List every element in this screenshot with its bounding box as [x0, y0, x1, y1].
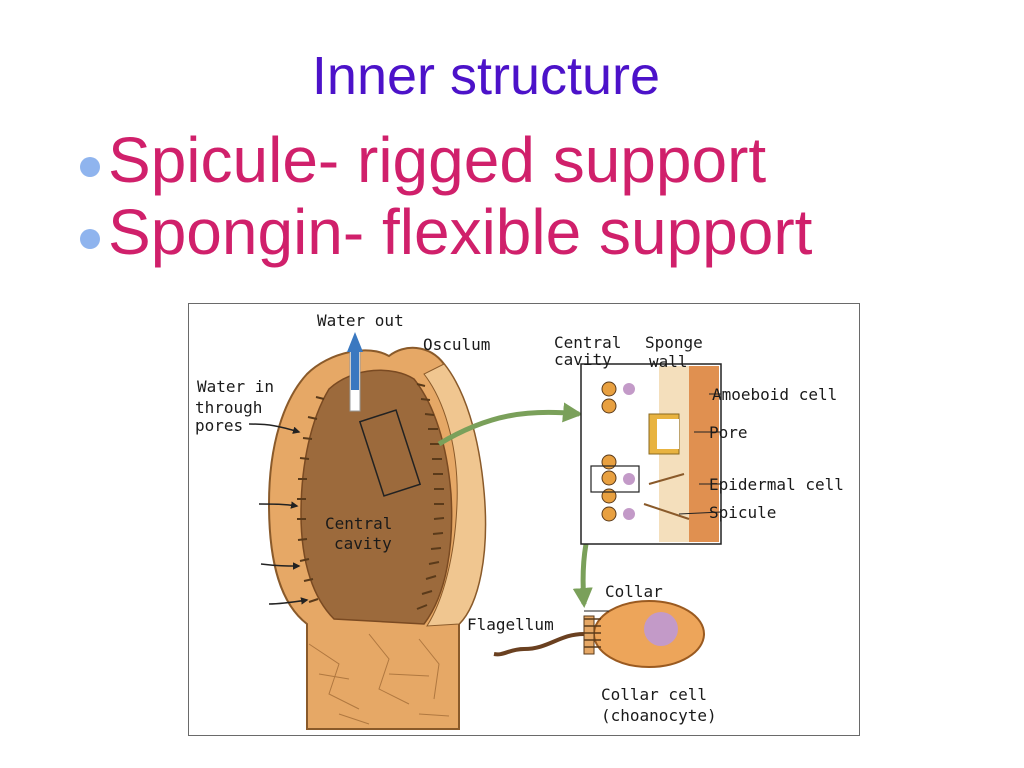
collar-cell [493, 600, 705, 668]
label-detail-central-line1: Central [554, 333, 621, 352]
label-collar: Collar [605, 582, 663, 601]
sponge-diagram: Water out Osculum Water in through pores… [188, 303, 860, 736]
label-detail-central-line2: cavity [554, 350, 612, 369]
sponge-wall-detail [580, 363, 722, 545]
bullet-text: Spongin- flexible support [108, 196, 813, 268]
label-water-out: Water out [317, 311, 404, 330]
sponge-diagram-svg: Water out Osculum Water in through pores… [195, 311, 844, 730]
bullet-spongin: Spongin- flexible support [80, 196, 812, 268]
water-out-arrow [347, 332, 363, 412]
label-sponge-wall-line1: Sponge [645, 333, 703, 352]
label-amoeboid-cell: Amoeboid cell [712, 385, 837, 404]
label-central-cavity-line2: cavity [334, 534, 392, 553]
label-osculum: Osculum [423, 335, 490, 354]
label-flagellum: Flagellum [467, 615, 554, 634]
zoom-arrow-wall [437, 402, 583, 447]
label-collar-cell-line1: Collar cell [601, 685, 707, 704]
bullet-text: Spicule- rigged support [108, 124, 767, 196]
label-epidermal-cell: Epidermal cell [709, 475, 844, 494]
label-collar-cell-line2: (choanocyte) [601, 706, 717, 725]
bullet-list: Spicule- rigged support Spongin- flexibl… [80, 124, 812, 268]
label-water-in-line3: pores [195, 416, 243, 435]
label-water-in-line2: through [195, 398, 262, 417]
label-pore: Pore [709, 423, 748, 442]
zoom-box-body [358, 409, 422, 497]
slide-title: Inner structure [0, 44, 1024, 108]
slide-title-text: Inner structure [311, 46, 661, 106]
bullet-dot-icon [80, 157, 100, 177]
bullet-spicule: Spicule- rigged support [80, 124, 812, 196]
label-water-in-line1: Water in [197, 377, 274, 396]
label-spicule: Spicule [709, 503, 776, 522]
label-sponge-wall-line2: wall [649, 352, 688, 371]
water-in-arrows [248, 423, 309, 605]
bullet-dot-icon [80, 229, 100, 249]
label-central-cavity-line1: Central [325, 514, 392, 533]
